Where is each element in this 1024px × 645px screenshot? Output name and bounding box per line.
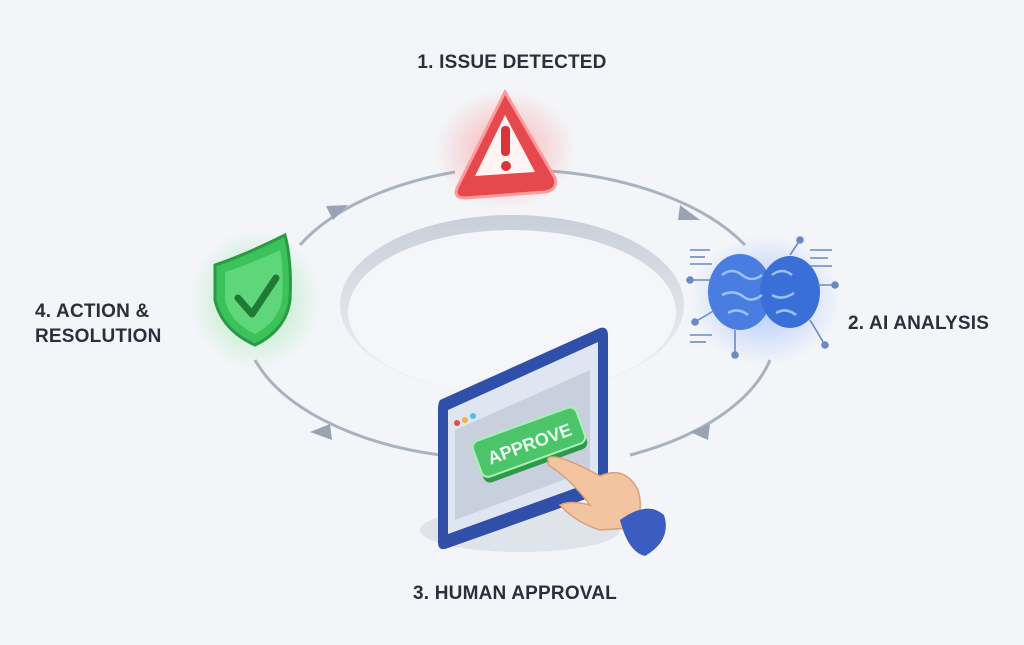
tablet-approve-icon bbox=[420, 327, 620, 552]
warning-triangle-icon bbox=[435, 88, 575, 210]
arrow-4-icon bbox=[310, 424, 332, 440]
brain-icon bbox=[686, 235, 840, 365]
arrow-2-icon bbox=[678, 205, 700, 220]
pointing-hand-icon bbox=[547, 456, 666, 556]
step-4-label: 4. ACTION & RESOLUTION bbox=[35, 299, 162, 349]
step-4-label-line1: 4. ACTION & bbox=[35, 301, 150, 322]
arrow-3-icon bbox=[690, 424, 710, 440]
arrow-1-icon bbox=[326, 205, 348, 220]
cycle-ring bbox=[253, 169, 772, 457]
shield-check-icon bbox=[190, 230, 320, 370]
step-2-label: 2. AI ANALYSIS bbox=[848, 313, 990, 334]
step-3-label: 3. HUMAN APPROVAL bbox=[413, 583, 617, 604]
step-1-label: 1. ISSUE DETECTED bbox=[417, 52, 607, 73]
step-4-label-line2: RESOLUTION bbox=[35, 326, 162, 347]
